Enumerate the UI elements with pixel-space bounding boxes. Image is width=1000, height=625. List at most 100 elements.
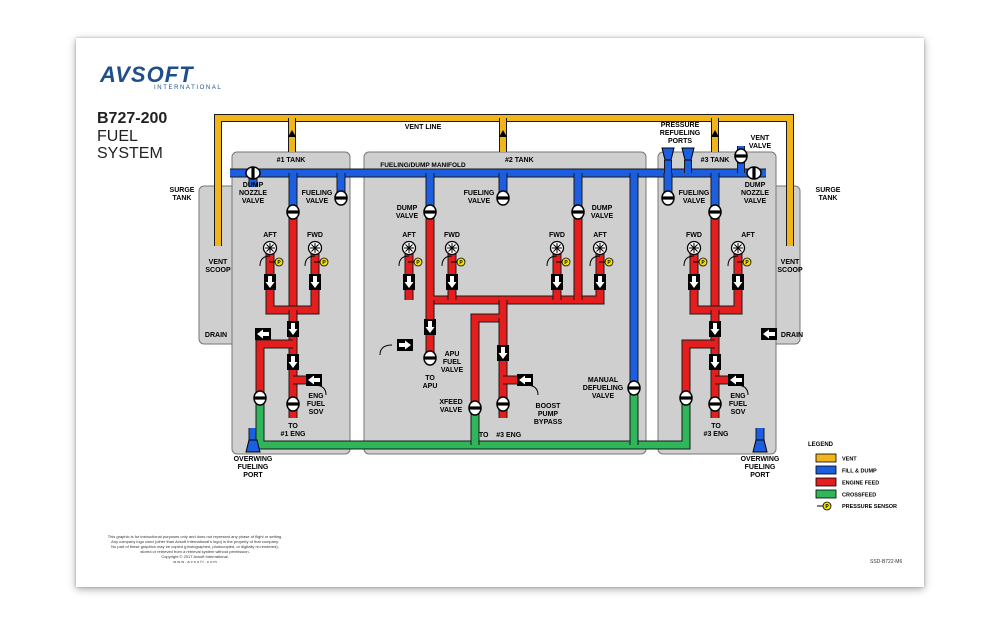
overwing-fueling-port-label-left: OVERWING [234, 456, 273, 463]
tank2-right-fwd-inlet [546, 255, 558, 267]
legend-label-1: VENT [842, 457, 857, 463]
manual-defueling-valve-label: DEFUELING [583, 385, 624, 392]
eng-fuel-sov-label-tank1: SOV [309, 409, 324, 416]
overwing-fueling-port-label-left: FUELING [238, 464, 269, 471]
tank2-left-fwd-flow-arrow [446, 274, 458, 290]
tank2-left-fwd-pressure-sensor: P [451, 257, 466, 267]
tank3-fwd-pressure-sensor-body [698, 257, 708, 267]
tank3-label: #3 TANK [701, 157, 730, 164]
apu-fuel-valve [423, 350, 437, 366]
tank1-aft-boost-pump-spoke [266, 244, 271, 249]
tank2-bypass-arrow-glyph [519, 375, 531, 385]
fwd-label-tank1: FWD [307, 232, 323, 239]
vent-valve-label: VENT [751, 135, 770, 142]
pressure-refueling-port-1 [661, 147, 675, 161]
tank2-engine-fuel-sov-gate [497, 402, 509, 406]
tank2-right-aft-boost-pump [592, 240, 608, 256]
disclaimer-line: stored or retrieved from a retrieval sys… [140, 549, 250, 554]
legend-swatch-4 [815, 489, 837, 499]
tank3-fwd-boost-pump-spoke [693, 244, 698, 249]
tank3-feed-arrow-1 [709, 321, 721, 337]
tank3-aft-boost-pump-spoke [737, 244, 742, 249]
vent-scoop-label-right: SCOOP [777, 267, 803, 274]
boost-pump-bypass-label: BOOST [536, 403, 562, 410]
xfeed-valve-label: VALVE [440, 407, 463, 414]
fueling-valve-label-tank1: VALVE [306, 198, 329, 205]
title-aircraft: B727-200 [97, 110, 168, 127]
tank1-feed-arrow-1 [287, 321, 299, 337]
to-3-eng-label-tank3: TO [711, 423, 721, 430]
title-line-3: SYSTEM [97, 145, 163, 162]
tank1-feed-arrow-2-glyph [288, 356, 298, 368]
tank2-left-aft-pressure-sensor-body [413, 257, 423, 267]
tank1-bypass-arrow [306, 374, 322, 386]
overwing-fueling-port-2 [752, 439, 768, 453]
tank2-left-aft-pressure-sensor: P [408, 257, 423, 267]
tank2-left-aft-pressure-sensor-label: P [416, 260, 420, 266]
apu-inlet-arrow-glyph [399, 340, 411, 350]
tank2-right-aft-flow-arrow [594, 274, 606, 290]
legend-sensor-label: PRESSURE SENSOR [842, 504, 897, 510]
overwing-fueling-port-1 [245, 439, 261, 453]
crossfeed-valve-center-gate [469, 406, 481, 410]
tank3-aft-pressure-sensor: P [737, 257, 752, 267]
tank1-aft-boost-pump-spoke [269, 247, 274, 252]
tank2-left-fwd-pressure-sensor-label: P [459, 260, 463, 266]
tank2-apu-arrow [424, 319, 436, 335]
tank2-right-aft-pressure-sensor-body [604, 257, 614, 267]
tank2-left-aft-boost-pump-spoke [408, 247, 413, 252]
tank3-fill-valve-gate [709, 210, 721, 214]
tank2-right-aft-inlet [589, 255, 601, 267]
tank2-left-aft-flow-arrow-glyph [404, 276, 414, 288]
tank2-left-fwd-boost-pump-spoke [451, 247, 456, 252]
dump-nozzle-valve-left-gate [251, 167, 255, 179]
tank2-left-aft-boost-pump [401, 240, 417, 256]
tank1-fueling-valve-gate [335, 196, 347, 200]
dump-nozzle-valve-label-right: NOZZLE [741, 190, 769, 197]
tank3-crossfeed-valve-gate [680, 396, 692, 400]
tank2-right-aft-pressure-sensor: P [599, 257, 614, 267]
tank1-fwd-flow-arrow [309, 274, 321, 290]
eng-fuel-sov-label-tank3: ENG [730, 393, 746, 400]
overwing-fueling-port-label-right: PORT [750, 472, 770, 479]
tank2-left-fwd-inlet [441, 255, 453, 267]
logo-main-text: AVSOFT [100, 62, 194, 87]
manifold-label: FUELING/DUMP MANIFOLD [380, 162, 466, 169]
tank1-fwd-inlet [304, 255, 316, 267]
tank2-engine-arrow-glyph [498, 347, 508, 359]
fueling-valve-label-tank1: FUELING [302, 190, 333, 197]
tank2-right-fwd-boost-pump-spoke [553, 244, 558, 249]
surge-tank-label-left: TANK [173, 195, 192, 202]
dump-nozzle-valve-label-right: VALVE [744, 198, 767, 205]
tank1-crossfeed-valve-gate [254, 396, 266, 400]
tank2-label: #2 TANK [505, 157, 534, 164]
tank1-engine-fuel-sov [286, 396, 300, 412]
fwd-label-tank3: FWD [686, 232, 702, 239]
tank3-fwd-inlet [683, 255, 695, 267]
tank3-aft-pressure-sensor-label: P [745, 260, 749, 266]
disclaimer-line: This graphic is for instructional purpos… [107, 534, 283, 539]
tank1-aft-boost-pump [262, 240, 278, 256]
tank1-bypass-arrow-glyph [308, 375, 320, 385]
tank3-fill-valve [708, 204, 722, 220]
manual-defueling-valve [627, 380, 641, 396]
tank1-fwd-boost-pump-spoke [314, 244, 319, 249]
apu-fuel-valve-label: VALVE [441, 367, 464, 374]
dump-nozzle-valve-right [746, 166, 762, 180]
tank3-aft-flow-arrow [732, 274, 744, 290]
boost-pump-bypass-label: BYPASS [534, 419, 563, 426]
tank2-engine-fuel-sov [496, 396, 510, 412]
tank1-fwd-pressure-sensor: P [314, 257, 329, 267]
to-1-eng-label: #1 ENG [281, 431, 306, 438]
dump-valve-right-gate [572, 210, 584, 214]
tank2-left-fwd-boost-pump-spoke [448, 244, 453, 249]
tank2-right-fwd-boost-pump-spoke [556, 244, 561, 249]
apu-fuel-valve-gate [424, 356, 436, 360]
tank1-aft-flow-arrow-glyph [265, 276, 275, 288]
tank3-fwd-pressure-sensor: P [693, 257, 708, 267]
tank2-right-fwd-pressure-sensor: P [556, 257, 571, 267]
tank3-fwd-boost-pump-spoke [690, 244, 695, 249]
tank2-left-fwd-boost-pump-spoke [451, 244, 456, 249]
legend-swatch-1 [815, 453, 837, 463]
